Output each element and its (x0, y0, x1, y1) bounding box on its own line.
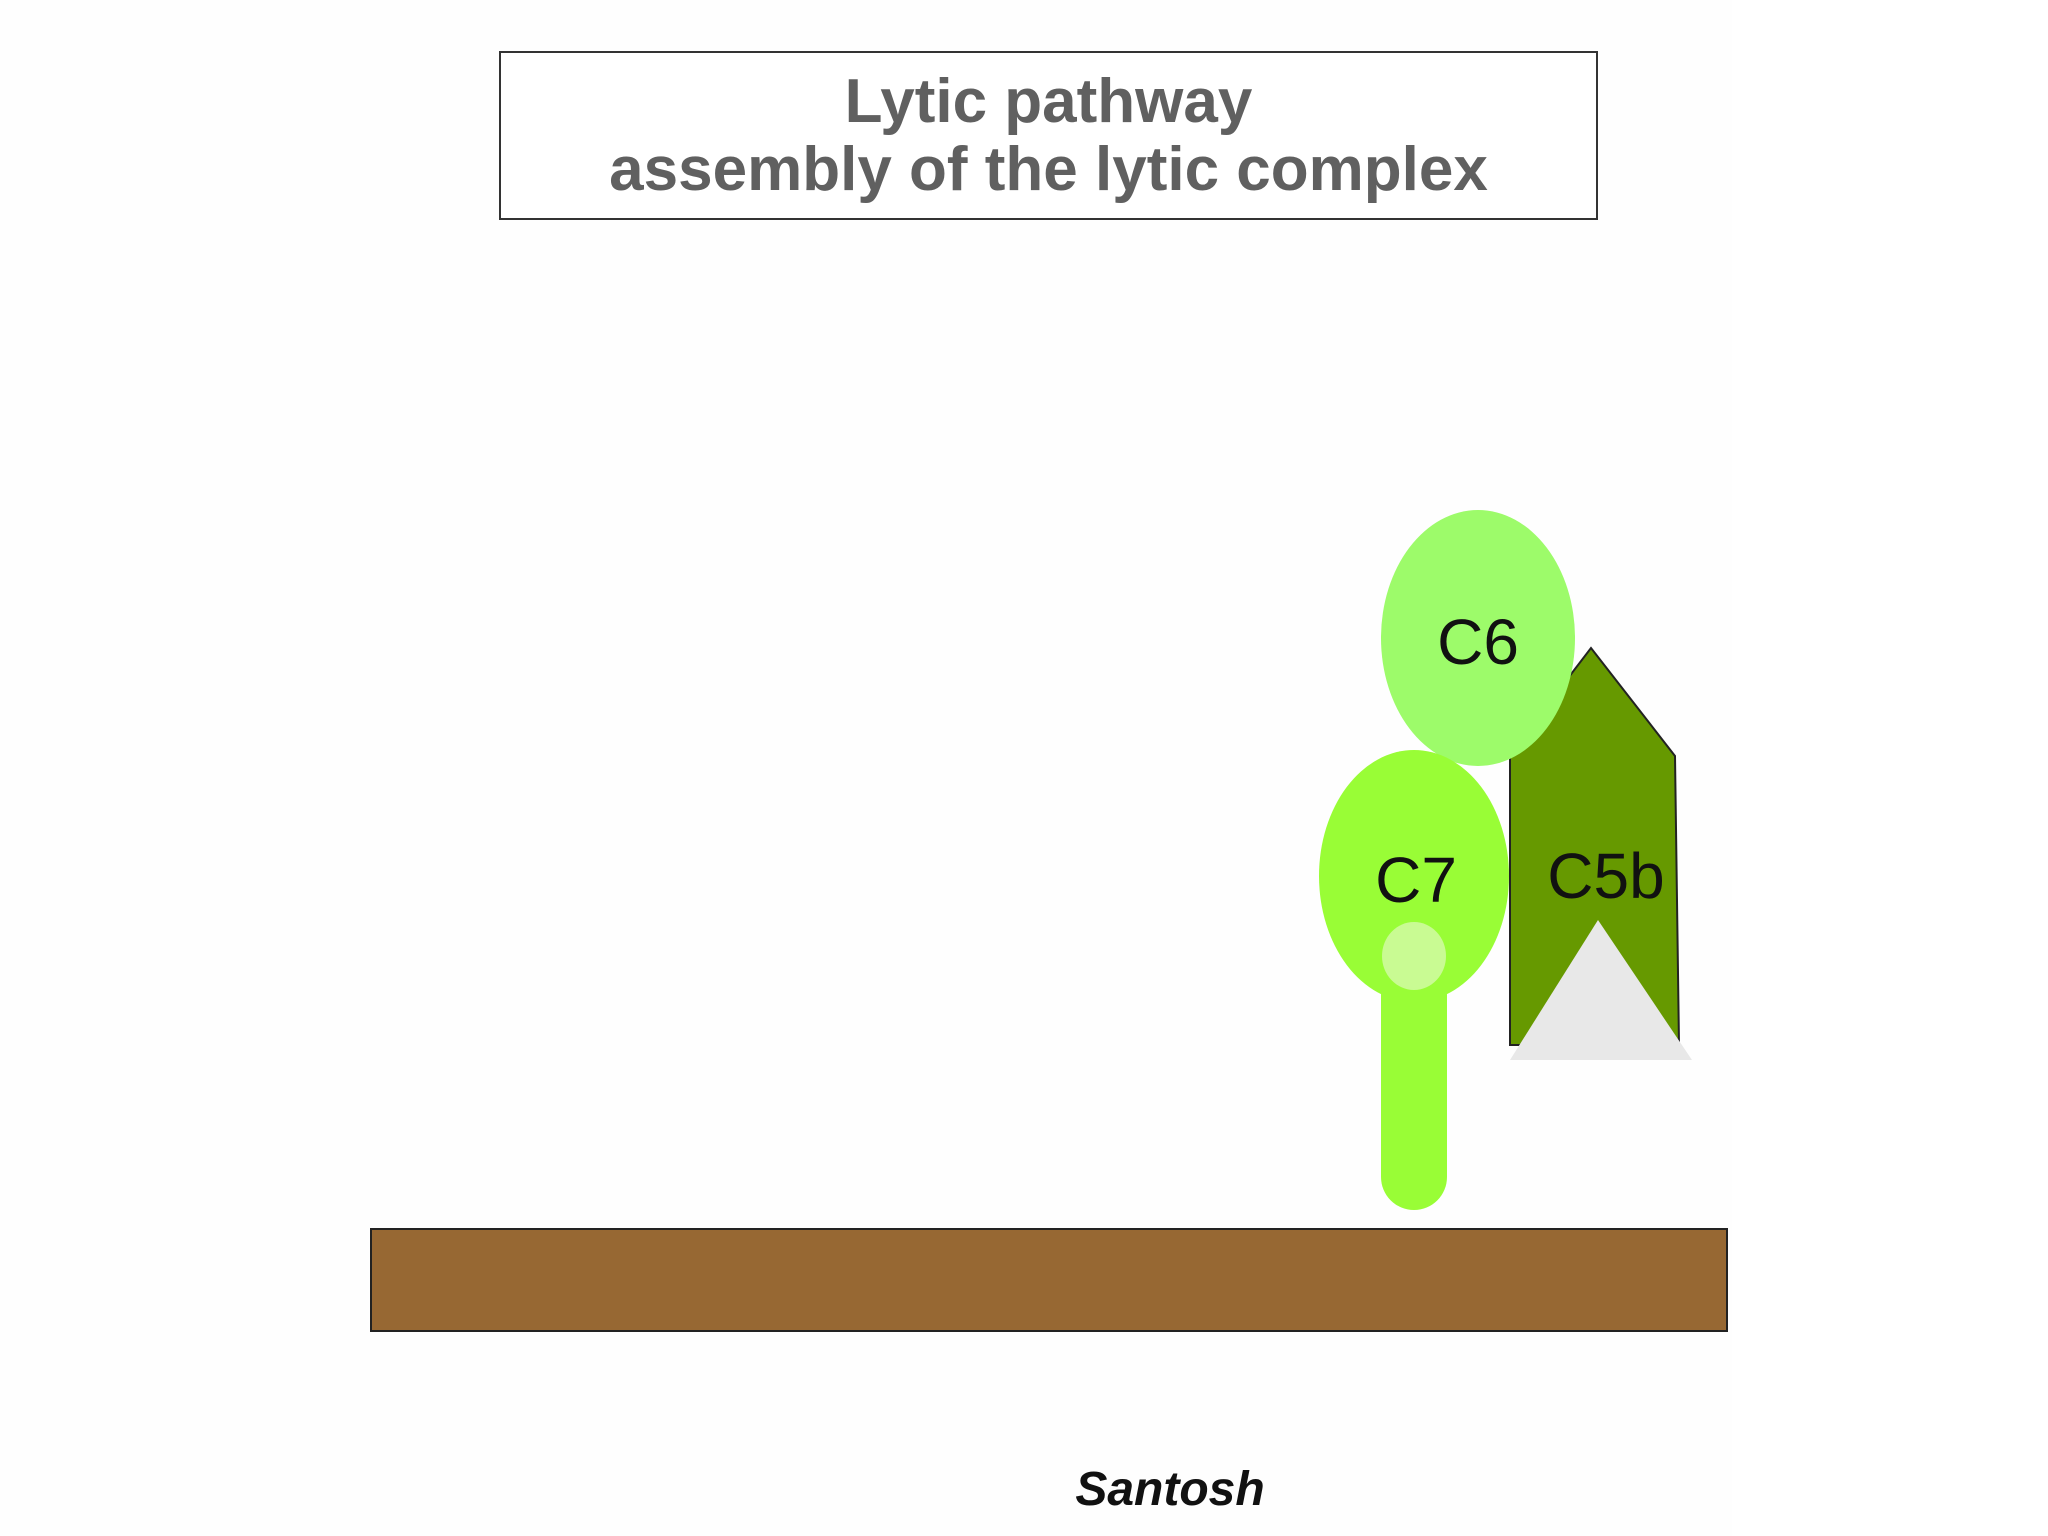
title-box: Lytic pathway assembly of the lytic comp… (499, 51, 1598, 220)
c6-label: C6 (1437, 606, 1519, 678)
author-credit: Santosh (1075, 1463, 1265, 1516)
c7-binding-site (1382, 922, 1446, 990)
title-line-1: Lytic pathway (844, 66, 1253, 136)
cell-membrane (370, 1228, 1728, 1332)
c7-stem (1381, 962, 1447, 1210)
c7-shape (1319, 750, 1509, 1002)
c5b-label: C5b (1547, 840, 1664, 912)
title-line-2: assembly of the lytic complex (609, 134, 1488, 204)
c5b-notch (1510, 920, 1692, 1060)
c6-shape (1381, 510, 1575, 766)
c7-label: C7 (1375, 844, 1457, 916)
